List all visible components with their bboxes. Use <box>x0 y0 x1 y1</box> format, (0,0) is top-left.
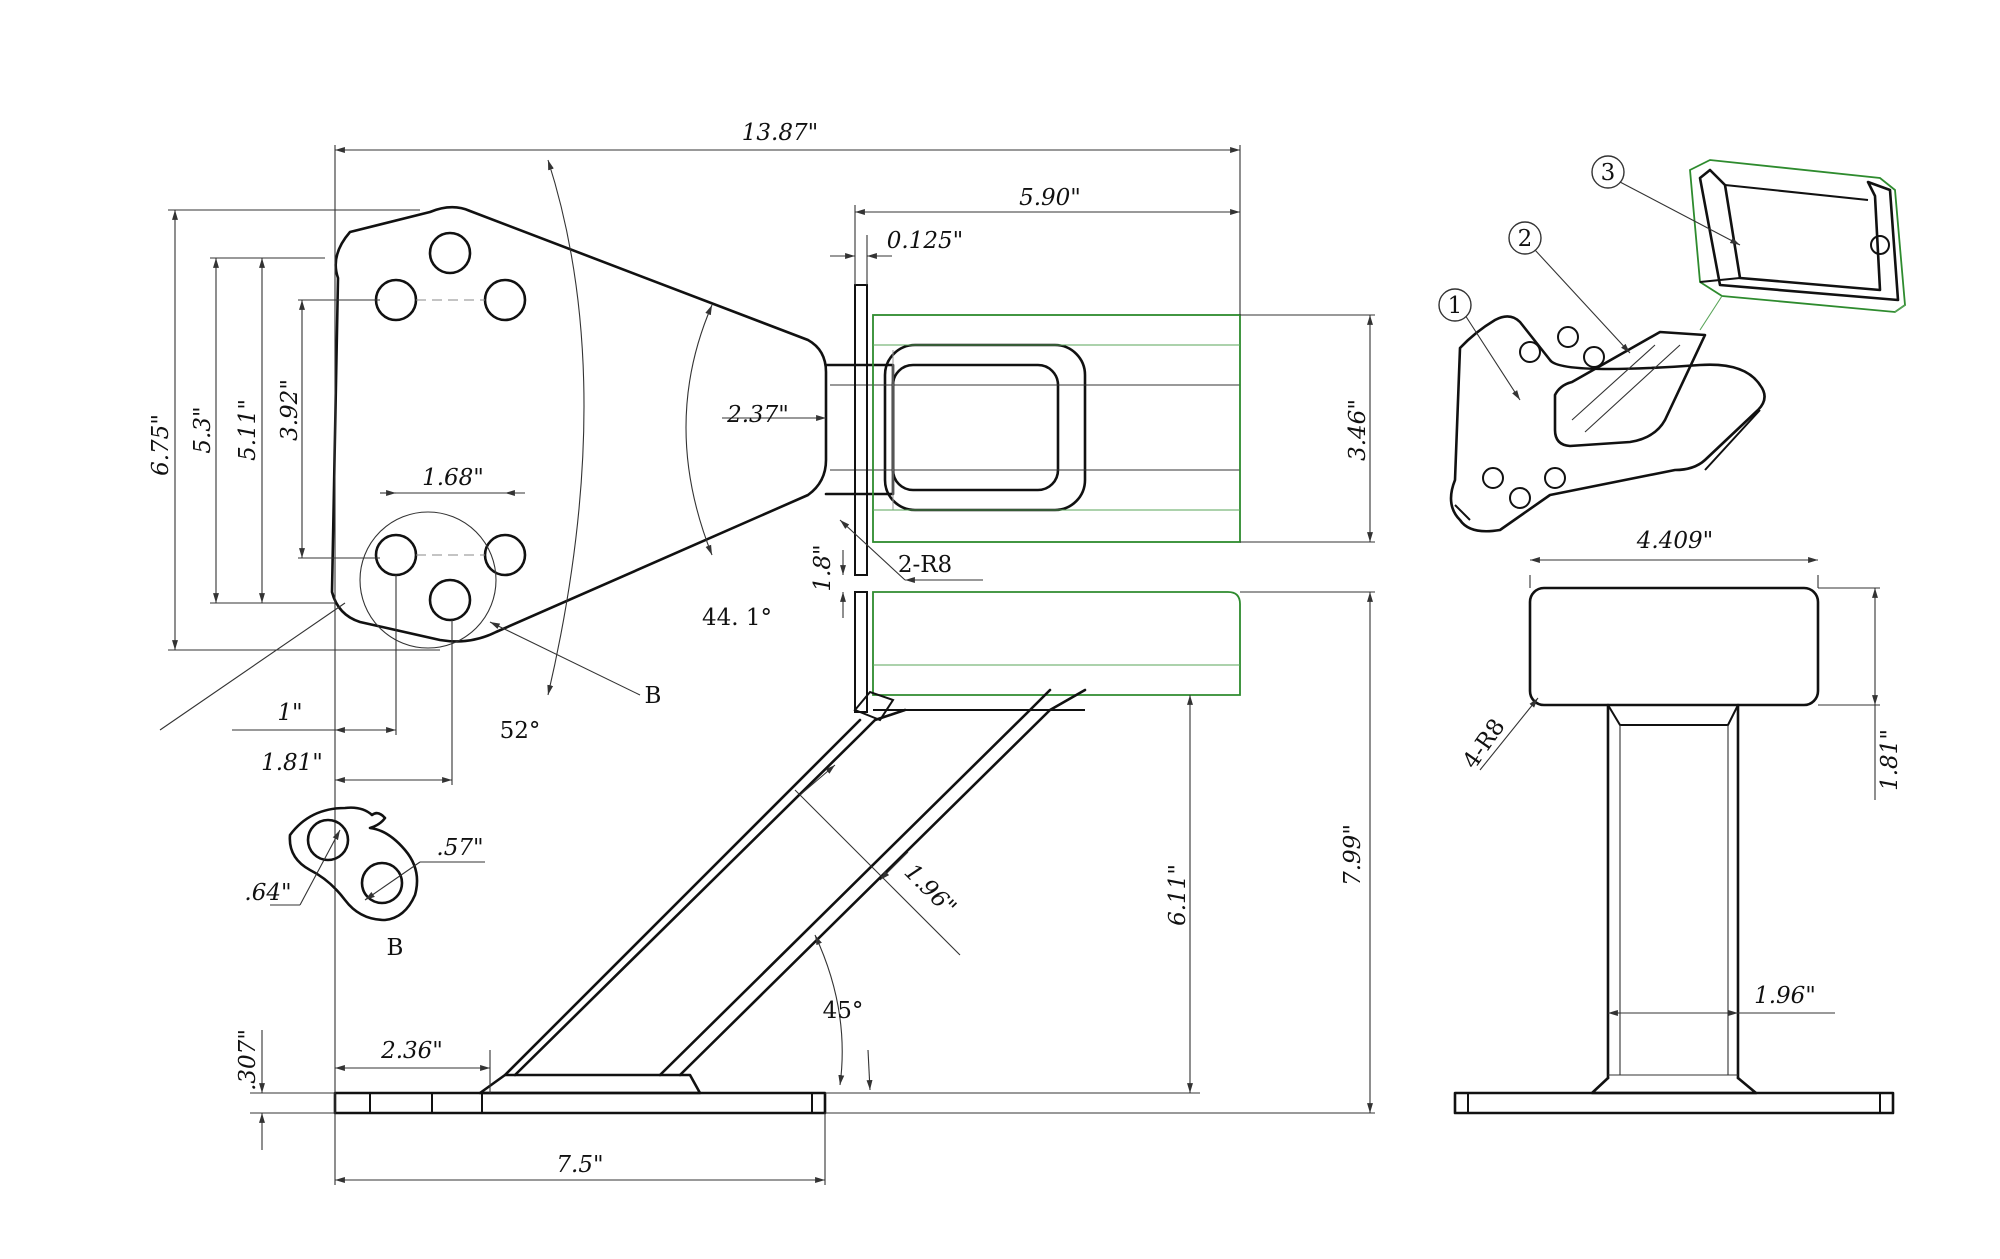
dim-hole-span-outer: 5.3" <box>190 406 216 453</box>
detail-b-outline <box>288 806 419 922</box>
dim-tube-height: 3.46" <box>1345 399 1371 461</box>
iso-tube-frame <box>1698 168 1900 302</box>
dim-vertical-height: 6.11" <box>1165 864 1191 926</box>
dim-base-thickness: .307" <box>235 1029 261 1091</box>
dim-tube-length: 5.90" <box>1019 185 1081 211</box>
diagonal-strut <box>503 688 1087 1077</box>
detail-b-hole-2 <box>360 861 404 905</box>
dim-hole-spacing: 1.68" <box>422 465 484 491</box>
detail-b-hole-1 <box>306 818 350 862</box>
front-view <box>330 205 1241 1115</box>
isometric-view: 1 2 3 <box>1438 155 1906 533</box>
angle-strut: 45° <box>823 998 864 1024</box>
label-radius-two: 2-R8 <box>898 552 952 578</box>
side-post <box>1606 703 1740 1080</box>
dim-side-width: 4.409" <box>1636 528 1713 554</box>
iso-tube-hole <box>1870 235 1890 255</box>
hole-upper-right <box>483 278 527 322</box>
hub-block <box>824 363 895 496</box>
dim-hole-span-mid: 5.11" <box>235 399 261 461</box>
dim-base-offset: 2.36" <box>380 1038 443 1064</box>
back-plate-lower <box>854 591 868 713</box>
detail-b-title: B <box>387 935 404 961</box>
mounting-plate-outline <box>330 205 828 643</box>
iso-strut-inner <box>1571 344 1681 433</box>
detail-b-view: .64" .57" B <box>244 806 485 961</box>
strut-gusset <box>853 690 895 722</box>
dim-side-top-height: 1.81" <box>1877 729 1903 791</box>
dim-side-post-width: 1.96" <box>1754 983 1816 1009</box>
hole-upper-left <box>374 278 418 322</box>
iso-tube-highlight <box>1699 295 1906 331</box>
dim-bracket-gap: 1.8" <box>810 544 836 591</box>
iso-hole-5 <box>1509 487 1531 509</box>
side-post-flare-top <box>1607 704 1739 726</box>
dim-total-height: 7.99" <box>1340 824 1366 886</box>
dim-plate-thickness: 0.125" <box>887 228 963 254</box>
balloon-3-label: 3 <box>1601 160 1616 186</box>
angle-plate: 44. 1° <box>702 605 772 631</box>
dim-tube-depth: 2.37" <box>726 402 789 428</box>
hole-top <box>428 231 472 275</box>
square-tube-lower <box>872 591 1241 696</box>
square-tube-upper <box>872 314 1241 543</box>
dim-overall-width: 13.87" <box>742 120 818 146</box>
iso-hole-1 <box>1519 341 1541 363</box>
side-top-block <box>1528 586 1820 707</box>
iso-hole-3 <box>1583 346 1605 368</box>
balloon-2 <box>1508 221 1542 255</box>
iso-base-plate <box>1449 315 1766 533</box>
dim-base-length: 7.5" <box>556 1152 603 1178</box>
dim-hole-dia-b: .57" <box>436 835 483 861</box>
label-radius-four: 4-R8 <box>1458 714 1510 773</box>
iso-hole-4 <box>1482 467 1504 489</box>
angle-hole: 52° <box>500 718 541 744</box>
back-plate <box>854 284 868 576</box>
balloon-1 <box>1438 288 1472 322</box>
dim-offset-small: 1" <box>277 700 302 726</box>
hole-lower-left <box>374 533 418 577</box>
dim-plate-height-total: 6.75" <box>148 414 174 476</box>
side-view: 4.409" 1.81" 1.96" 4-R8 <box>1453 528 1903 1115</box>
iso-strut <box>1553 330 1707 448</box>
label-detail-mark: B <box>645 683 662 709</box>
balloon-1-label: 1 <box>1448 293 1463 319</box>
dim-offset-large: 1.81" <box>261 750 323 776</box>
tube-inner-profile-2 <box>891 363 1060 492</box>
dim-bracket-width: 1.96" <box>899 859 961 921</box>
front-dimensions: 13.87" 5.90" 0.125" 6.75" 5.3" 5.11" 3.9… <box>148 120 1375 1185</box>
hole-bottom <box>428 578 472 622</box>
iso-tube-inner <box>1699 184 1869 283</box>
iso-base-edge <box>1454 409 1761 521</box>
dim-hole-dia-a: .64" <box>244 880 291 906</box>
strut-foot <box>478 1073 702 1095</box>
balloon-2-label: 2 <box>1518 226 1533 252</box>
side-base-plate <box>1453 1091 1895 1115</box>
balloon-3 <box>1591 155 1625 189</box>
iso-hole-6 <box>1544 467 1566 489</box>
tube-inner-profile <box>883 343 1087 512</box>
detail-b-circle <box>359 511 497 649</box>
side-post-flare-bottom <box>1590 1076 1758 1095</box>
base-plate <box>333 1091 827 1115</box>
dim-hole-span-inner: 3.92" <box>277 379 303 441</box>
iso-hole-2 <box>1557 326 1579 348</box>
